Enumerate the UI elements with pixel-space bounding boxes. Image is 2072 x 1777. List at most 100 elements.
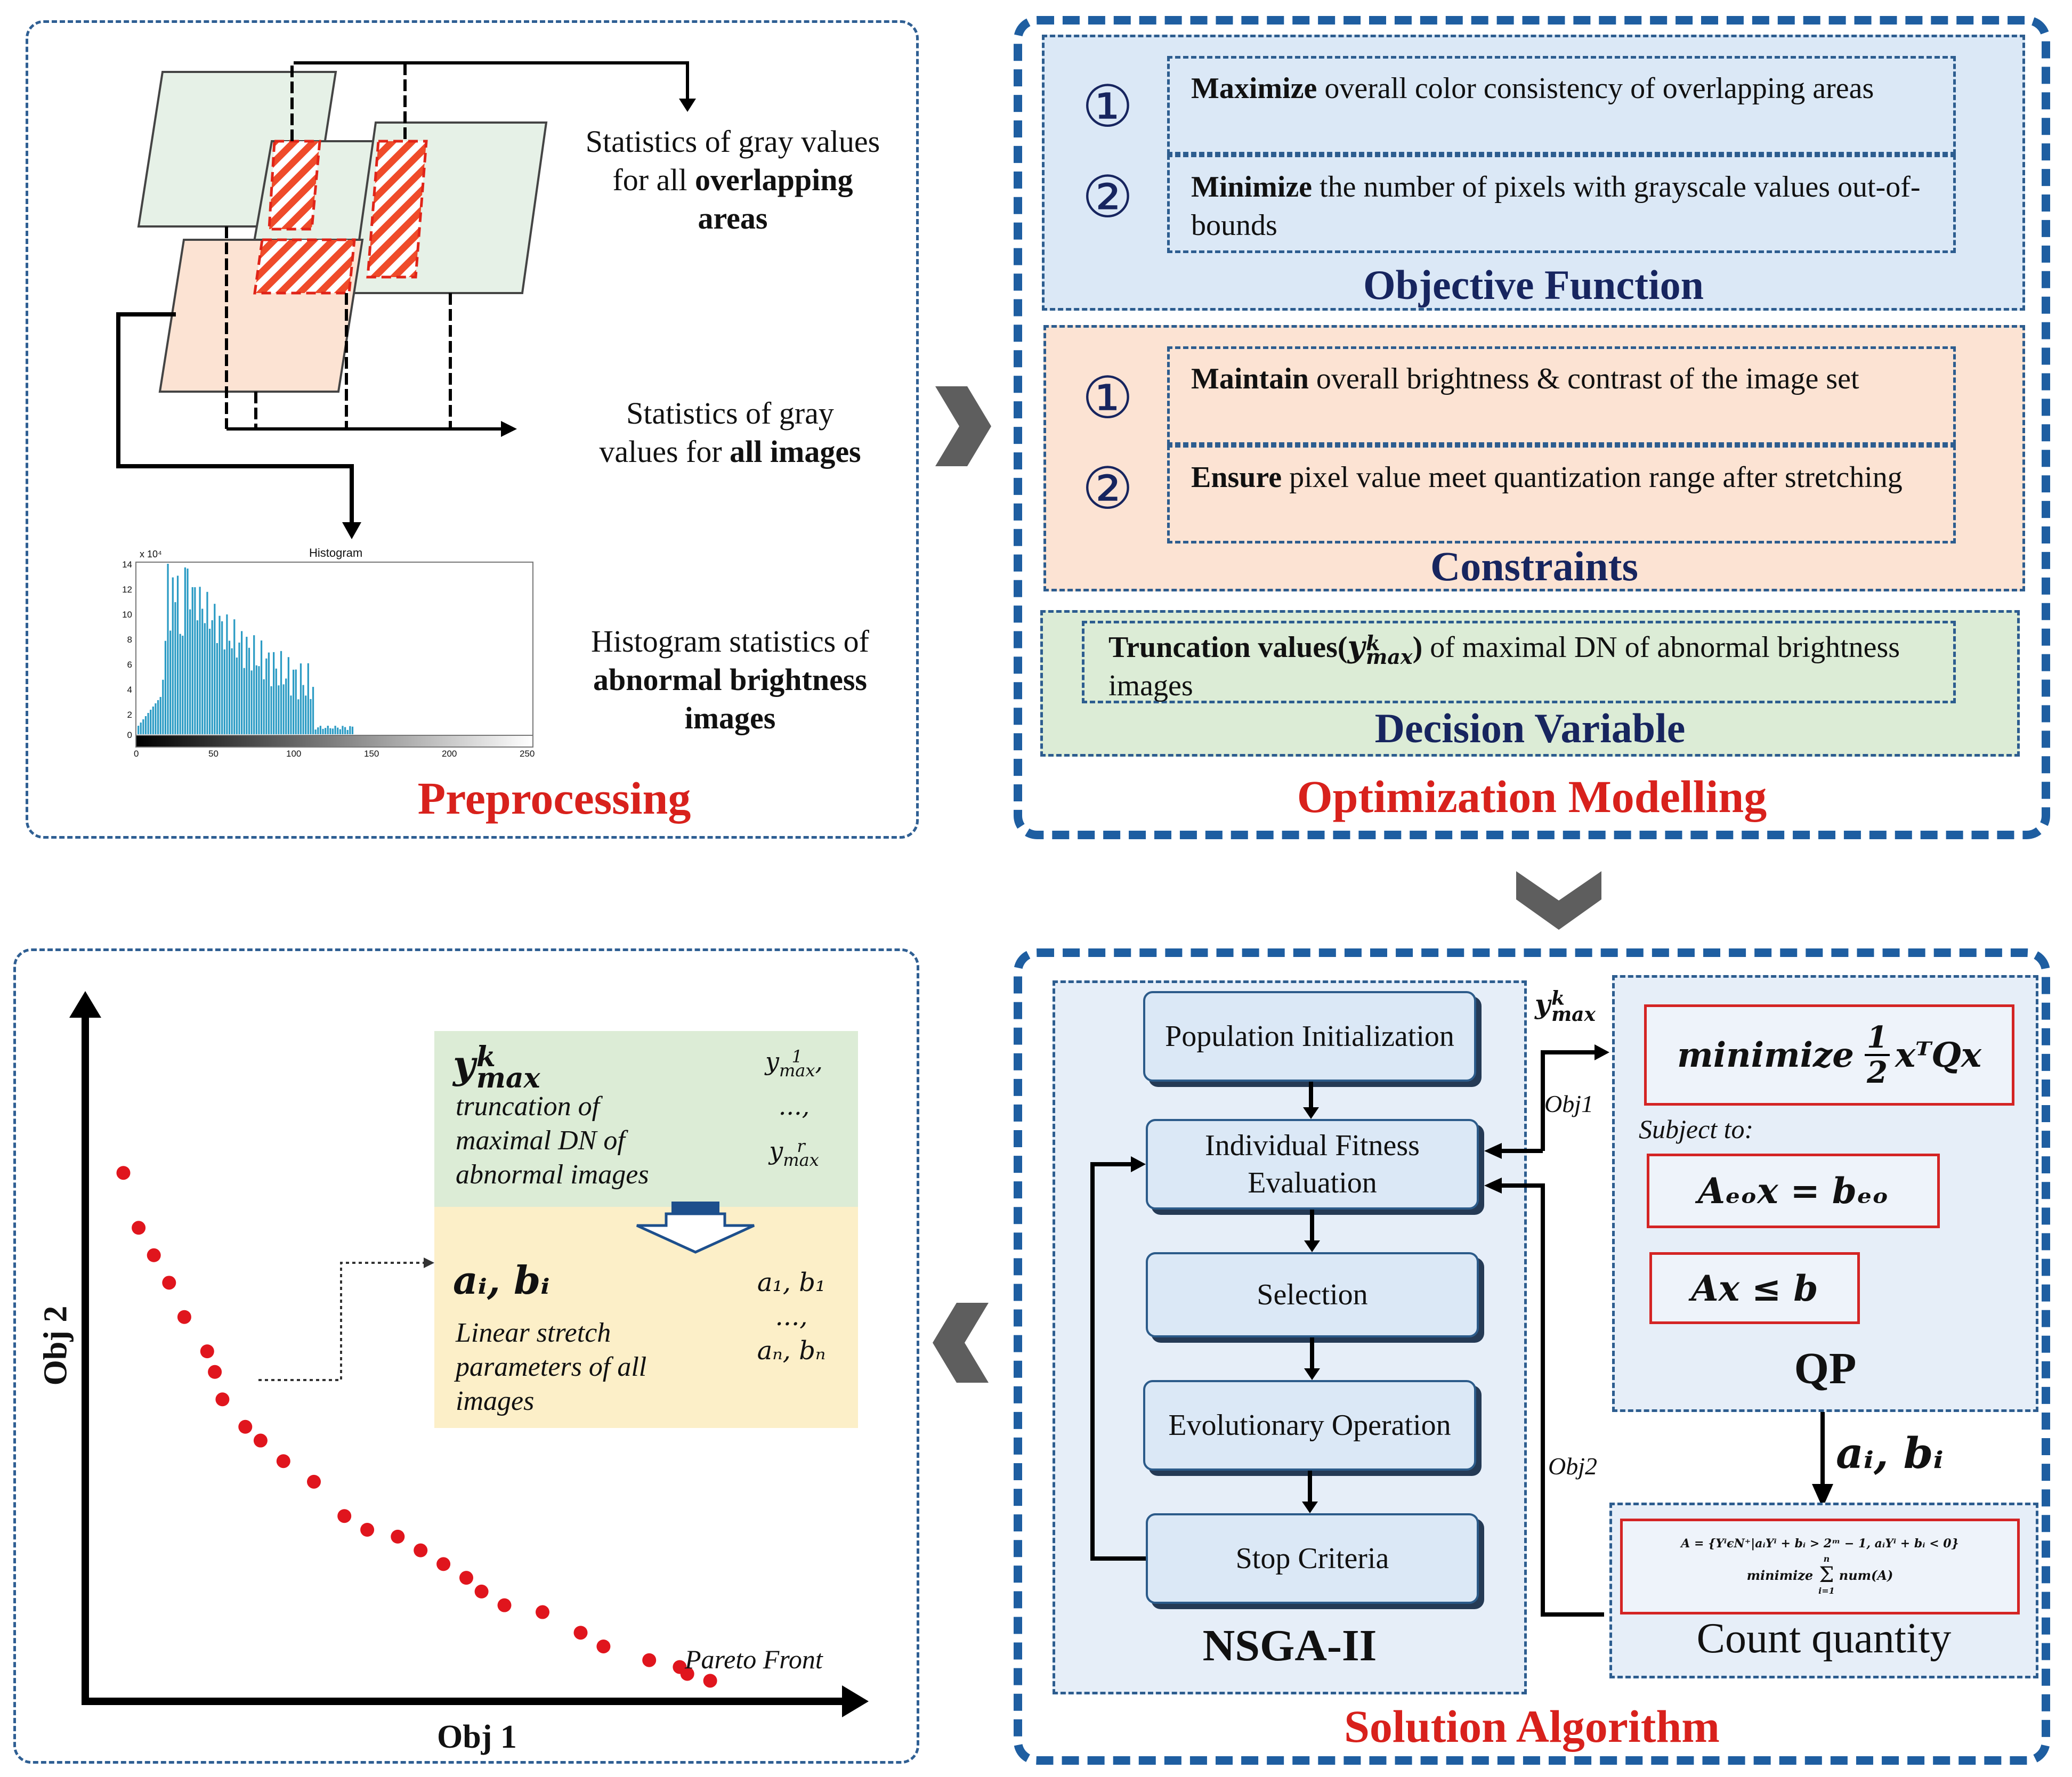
flow-selection: Selection xyxy=(1146,1252,1479,1337)
y-tick: 6 xyxy=(127,660,132,670)
pareto-point xyxy=(414,1543,428,1557)
pareto-point xyxy=(573,1626,588,1640)
histogram-bar xyxy=(275,668,277,734)
x-tick: 200 xyxy=(442,749,457,759)
preprocessing-panel xyxy=(26,20,919,839)
constraint-item-1 xyxy=(1167,346,1956,445)
histogram-bar xyxy=(164,640,167,734)
y-tick: 12 xyxy=(122,585,132,595)
histogram-bar xyxy=(152,707,154,734)
histogram-bar xyxy=(214,604,216,734)
histogram-bar xyxy=(142,719,144,734)
flow-stop-criteria: Stop Criteria xyxy=(1146,1513,1479,1604)
histogram-bar xyxy=(325,728,327,734)
decision-variable-title: Decision Variable xyxy=(1374,705,1686,751)
histogram-bar xyxy=(206,591,208,734)
optimization-title: Optimization Modelling xyxy=(1297,771,1767,822)
pareto-point xyxy=(147,1248,161,1262)
histogram-bar xyxy=(273,652,275,734)
histogram-bar xyxy=(344,727,346,734)
legend-top-box xyxy=(434,1031,858,1207)
histogram-bar xyxy=(297,699,300,734)
x-tick: 250 xyxy=(520,749,535,759)
histogram-bar xyxy=(331,728,334,734)
histogram-bar xyxy=(265,658,268,734)
x-tick: 50 xyxy=(208,749,218,759)
pareto-point xyxy=(276,1454,290,1468)
legend-bottom-var: aᵢ, bᵢ xyxy=(453,1257,550,1303)
pareto-point xyxy=(215,1392,230,1407)
histogram-bar xyxy=(236,658,238,734)
x-tick: 100 xyxy=(286,749,302,759)
y-tick: 14 xyxy=(122,559,132,570)
pareto-point xyxy=(459,1571,473,1585)
histogram-bar xyxy=(189,609,191,734)
histogram-stats-text: Histogram statistics of abnormal brightn… xyxy=(591,624,869,735)
obj2-label: Obj2 xyxy=(1548,1453,1597,1480)
y-tick: 2 xyxy=(127,710,132,720)
histogram-bar xyxy=(243,668,245,734)
legend-bottom-list: a₁, b₁ ..., aₙ, bₙ xyxy=(757,1268,826,1366)
pareto-panel xyxy=(13,948,919,1764)
optimization-panel xyxy=(1014,16,2050,839)
histogram-bar xyxy=(307,663,309,734)
histogram-bar xyxy=(204,623,206,734)
histogram-bar xyxy=(280,651,282,734)
histogram-bar xyxy=(278,685,280,734)
histogram-title: Histogram xyxy=(309,546,363,559)
histogram-exponent: x 10⁴ xyxy=(140,549,162,559)
histogram-bar xyxy=(147,713,149,734)
pareto-point xyxy=(680,1667,694,1681)
histogram-bar xyxy=(339,729,341,734)
histogram-bar xyxy=(223,649,225,734)
histogram-bar xyxy=(233,619,236,734)
histogram-bar xyxy=(155,703,157,734)
y-tick: 10 xyxy=(122,610,132,620)
pareto-point xyxy=(116,1166,131,1180)
histogram-bar xyxy=(196,620,199,734)
histogram-bar xyxy=(346,729,349,734)
histogram-bar xyxy=(292,669,295,734)
histogram-bar xyxy=(162,679,164,734)
pareto-point xyxy=(596,1639,611,1653)
histogram-bar xyxy=(302,685,304,734)
histogram-bar xyxy=(270,686,272,734)
histogram-bar xyxy=(140,723,142,734)
pareto-point xyxy=(474,1584,489,1599)
pareto-point xyxy=(307,1474,321,1489)
histogram-bar xyxy=(258,666,260,734)
all-images-stats-text: Statistics of gray values for all images xyxy=(599,396,861,469)
circled-number-1: ① xyxy=(1082,76,1134,139)
histogram-bar xyxy=(337,727,339,734)
objective-item-2-text: Minimize the number of pixels with grays… xyxy=(1191,171,1921,242)
y-axis-label: Obj 2 xyxy=(37,1305,74,1386)
pareto-point xyxy=(132,1221,146,1235)
histogram-bar xyxy=(231,648,233,734)
histogram-x-ticks: 0 50 100 150 200 250 xyxy=(134,749,535,761)
pareto-point xyxy=(391,1529,405,1544)
histogram-bar xyxy=(287,657,289,734)
legend-top-desc: truncation of maximal DN of abnormal ima… xyxy=(456,1091,649,1190)
histogram-bar xyxy=(159,697,161,734)
pareto-point xyxy=(208,1365,222,1379)
histogram-bar xyxy=(305,695,307,734)
objective-function-box xyxy=(1042,35,2025,311)
histogram-bar xyxy=(226,614,228,734)
histogram-bar xyxy=(314,729,317,734)
histogram-bar xyxy=(310,699,312,734)
histogram-y-ticks: 14 12 10 8 6 4 2 0 xyxy=(113,559,132,741)
histogram-bar xyxy=(221,621,223,734)
histogram-bar xyxy=(179,634,181,734)
flow-population-initialization: Population Initialization xyxy=(1143,991,1476,1082)
histogram-bar xyxy=(322,728,324,734)
histogram-bar xyxy=(174,602,176,734)
histogram-bar xyxy=(334,726,336,734)
histogram-bar xyxy=(255,665,257,734)
histogram-bar xyxy=(182,636,184,734)
pareto-point xyxy=(162,1276,176,1290)
pareto-front-label: Pareto Front xyxy=(685,1644,823,1674)
y-tick: 0 xyxy=(127,730,132,740)
histogram-bar xyxy=(282,684,285,734)
